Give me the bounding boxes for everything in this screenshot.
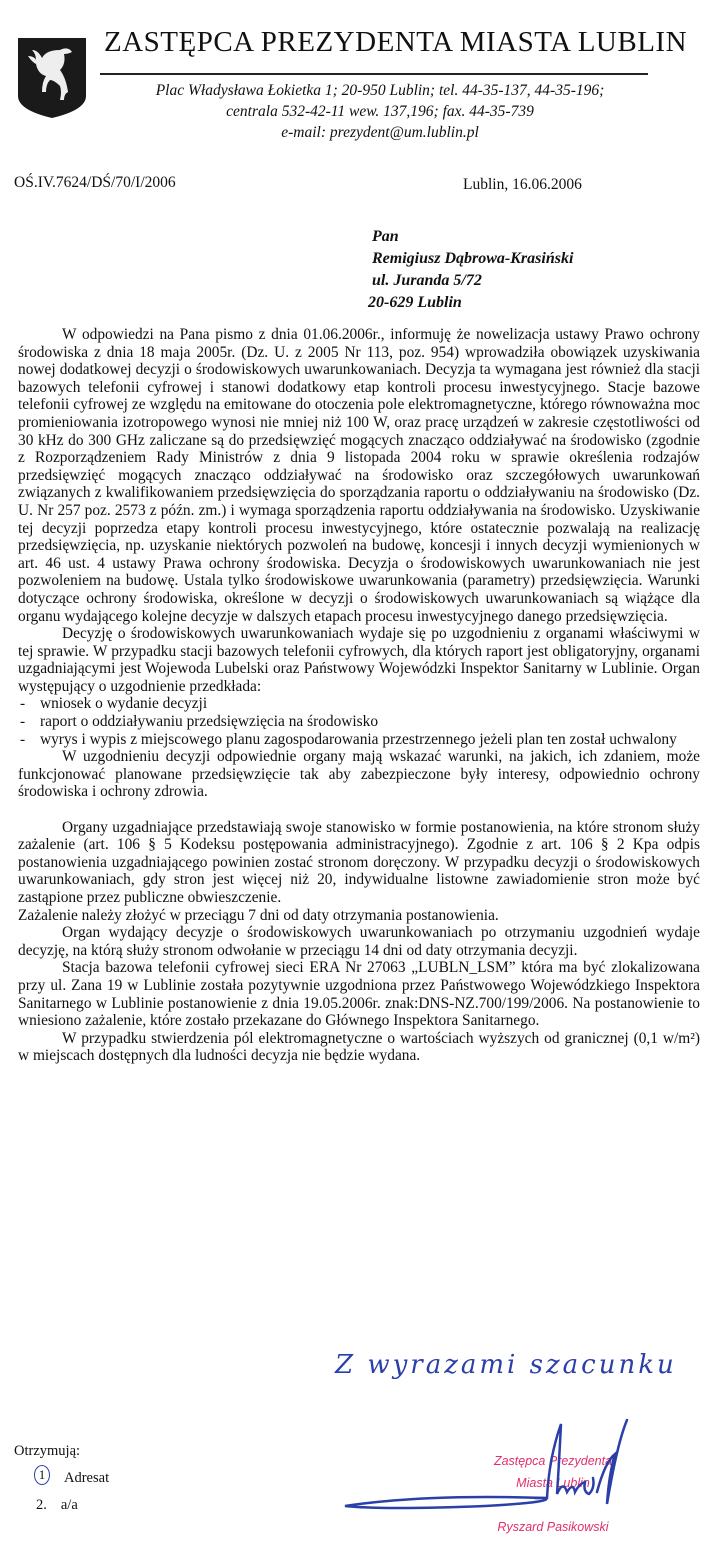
letterhead-title: ZASTĘPCA PREZYDENTA MIASTA LUBLIN [104,26,688,58]
letterhead-divider [100,73,648,75]
paragraph: Decyzję o środowiskowych uwarunkowaniach… [18,625,700,695]
list-item: wniosek o wydanie decyzji [18,695,700,713]
letterhead-phone: centrala 532-42-11 wew. 137,196; fax. 44… [226,103,534,120]
paragraph: Organ wydający decyzje o środowiskowych … [18,924,700,959]
recipient-city: 20-629 Lublin [368,294,462,311]
list-item: 1 Adresat [14,1465,109,1492]
letter-date: Lublin, 16.06.2006 [463,176,582,193]
recipient-item-text: Adresat [64,1470,110,1486]
letterhead-contact: Plac Władysława Łokietka 1; 20-950 Lubli… [100,80,660,143]
reference-number: OŚ.IV.7624/DŚ/70/I/2006 [14,174,176,191]
city-crest-logo [18,38,86,118]
list-item: raport o oddziaływaniu przedsięwzięcia n… [18,713,700,731]
handwritten-closing: Z wyrazami szacunku [335,1350,677,1380]
signature [344,1418,629,1510]
letterhead-address: Plac Władysława Łokietka 1; 20-950 Lubli… [155,82,605,99]
recipient-street: ul. Juranda 5/72 [372,272,482,289]
circled-number: 1 [34,1465,50,1485]
recipients-list: Otrzymują: 1 Adresat 2. a/a [14,1438,109,1519]
document-list: wniosek o wydanie decyzji raport o oddzi… [18,695,700,748]
paragraph: W przypadku stwierdzenia pól elektromagn… [18,1029,700,1065]
paragraph: Organy uzgadniające przedstawiają swoje … [18,818,700,906]
letter-body: W odpowiedzi na Pana pismo z dnia 01.06.… [18,326,700,1065]
stamp-title: Zastępca Prezydenta [493,1454,613,1468]
recipient-name: Remigiusz Dąbrowa-Krasiński [372,250,574,267]
list-item: 2. a/a [14,1492,109,1519]
recipient-address: Pan Remigiusz Dąbrowa-Krasiński ul. Jura… [368,226,574,314]
paragraph: Zażalenie należy złożyć w przeciągu 7 dn… [18,906,499,924]
recipients-label: Otrzymują: [14,1443,81,1459]
stamp-name: Ryszard Pasikowski [497,1520,609,1534]
list-item: wyrys i wypis z miejscowego planu zagosp… [18,731,700,749]
recipient-salutation: Pan [372,228,399,245]
letterhead-email: e-mail: prezydent@um.lublin.pl [281,124,479,141]
paragraph: W uzgodnieniu decyzji odpowiednie organy… [18,748,700,801]
paragraph: W odpowiedzi na Pana pismo z dnia 01.06.… [18,326,700,625]
item-number: 2. [36,1497,47,1513]
recipient-item-text: a/a [60,1497,78,1513]
paragraph: Stacja bazowa telefonii cyfrowej sieci E… [18,959,700,1030]
